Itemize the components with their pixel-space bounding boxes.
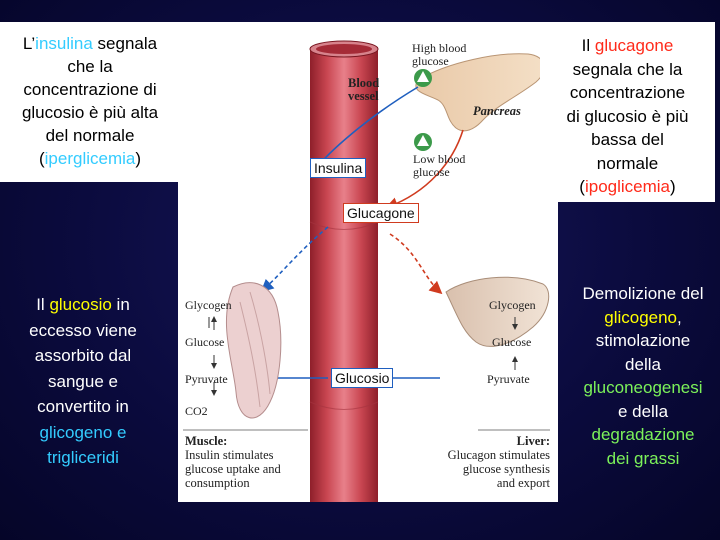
glucagon-to-liver-arrow [389, 233, 443, 295]
line-text: segnala che la [572, 59, 683, 79]
comma: , [677, 307, 682, 327]
insulina-label: Insulina [310, 158, 367, 178]
line-text: concentrazione [569, 83, 686, 102]
line-text: eccesso viene [29, 320, 137, 340]
trigliceridi-keyword: trigliceridi [47, 448, 119, 467]
line-text: Il [581, 36, 595, 55]
muscle-caption: Muscle: Insulin stimulates glucose uptak… [185, 434, 281, 490]
liver-caption: Liver: Glucagon stimulates glucose synth… [447, 434, 550, 490]
line-text: concentrazione di [23, 80, 157, 99]
glucagon-arrow [385, 129, 464, 210]
insulina-keyword: insulina [35, 34, 93, 53]
muscle-pyruvate-label: Pyruvate [185, 372, 228, 386]
muscle-glycogen-label: Glycogen [185, 298, 232, 312]
glucose-release-text: Demolizione del glicogeno, stimolazione … [566, 282, 720, 470]
low-glucose-indicator-icon [414, 133, 432, 151]
liver-glucose-label: Glucose [492, 335, 532, 349]
paren: ) [135, 149, 142, 168]
line-text: Demolizione del [582, 284, 704, 303]
muscle-shape [226, 282, 282, 419]
pancreas-label: Pancreas [473, 104, 521, 118]
line-text: sangue e [48, 371, 118, 391]
glucosio-label: Glucosio [331, 368, 394, 388]
figure-drawing [183, 40, 550, 502]
muscle-co2-label: CO2 [185, 404, 208, 418]
line-text: e della [617, 401, 669, 421]
blood-vessel [309, 40, 379, 502]
line-text: in [111, 295, 130, 314]
iperglicemia-keyword: iperglicemia [44, 149, 136, 168]
muscle-glucose-label: Glucose [185, 335, 225, 349]
line-text: del normale [45, 126, 135, 145]
paren: ) [670, 177, 676, 196]
iperglicemia-text-box: L’insulina segnala che la concentrazione… [0, 22, 180, 182]
grassi-keyword: dei grassi [606, 448, 680, 468]
prefix-text: L’ [22, 34, 36, 53]
glucosio-keyword: glucosio [49, 295, 112, 314]
line-text: segnala [92, 34, 158, 53]
liver-pyruvate-label: Pyruvate [487, 372, 530, 386]
insulin-to-muscle-arrow [260, 226, 329, 293]
line-text: stimolazione [595, 331, 691, 350]
glucose-storage-text: Il glucosio in eccesso viene assorbito d… [8, 292, 158, 471]
glicogeno-keyword: glicogeno [604, 307, 678, 327]
ipoglicemia-text-box: Il glucagone segnala che la concentrazio… [540, 22, 715, 202]
ipoglicemia-keyword: ipoglicemia [584, 177, 671, 196]
line-text: assorbito dal [34, 346, 132, 365]
pancreas-shape [415, 53, 545, 132]
glicogeno-trigliceridi-keyword: glicogeno e [39, 422, 127, 442]
line-text: bassa del [591, 130, 664, 149]
line-text: Il [36, 295, 50, 314]
line-text: glucosio è più alta [21, 103, 159, 122]
line-text: della [625, 354, 661, 374]
line-text: di glucosio è più [566, 106, 689, 126]
high-glucose-indicator-icon [414, 69, 432, 87]
line-text: normale [596, 153, 659, 173]
glucagone-keyword: glucagone [594, 36, 674, 55]
liver-glycogen-label: Glycogen [489, 298, 536, 312]
glucagone-label: Glucagone [343, 203, 419, 223]
paren: ( [38, 149, 45, 168]
degradazione-keyword: degradazione [591, 425, 695, 444]
line-text: che la [67, 57, 113, 76]
liver-shape [445, 276, 550, 347]
paren: ( [579, 177, 585, 196]
line-text: convertito in [37, 397, 129, 416]
gluconeogenesi-keyword: gluconeogenesi [583, 378, 703, 397]
